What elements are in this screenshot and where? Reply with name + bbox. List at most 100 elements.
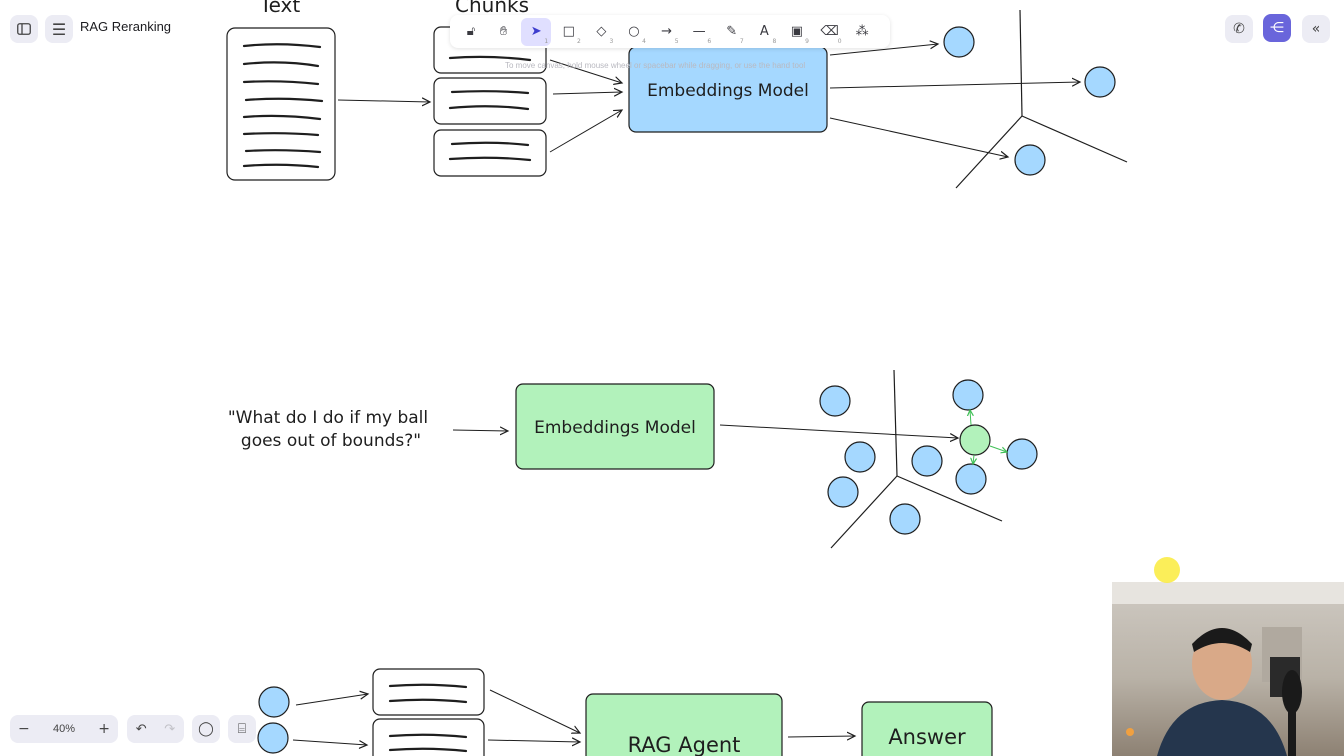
arrow-text-to-chunks[interactable] [337,100,430,102]
arrow-model-to-vec1[interactable] [829,44,938,56]
arrow-query-to-model[interactable] [452,430,508,431]
similarity-arrow[interactable] [973,454,974,464]
arrow-chunk3-to-model[interactable] [549,110,622,153]
rectangle-tool[interactable]: □2 [554,18,584,46]
eraser-tool[interactable]: ⌫0 [815,18,845,46]
query-text-line2[interactable]: goes out of bounds?" [241,431,421,451]
retrieved-chunk-scribbles [388,683,468,753]
pencil-icon: ✎ [726,24,738,39]
shortcut-key: 1 [544,37,549,45]
arrow-model-to-query-vector[interactable] [719,424,958,438]
ellipse-tool[interactable]: ○4 [619,18,649,46]
present-button[interactable]: ⌸ [228,715,256,743]
arrow-model-to-vec2[interactable] [829,82,1080,89]
chunks-label[interactable]: Chunks [455,0,529,17]
hamburger-icon: ☰ [51,19,67,39]
hand-tool[interactable]: ✋︎ [489,18,519,46]
rectangle-icon: □ [562,24,575,39]
shortcut-key: 2 [576,37,581,45]
embeddings-model-mid-label: Embeddings Model [534,418,696,438]
image-tool[interactable]: ▣9 [782,18,812,46]
zoom-level[interactable]: 40% [52,723,76,735]
chunk-2[interactable] [433,77,547,125]
comment-button[interactable]: ◯ [192,715,220,743]
main-menu-button[interactable]: ☰ [45,15,73,43]
call-button[interactable]: ✆ [1225,15,1253,43]
vector-point[interactable] [257,722,289,754]
document-title[interactable]: RAG Reranking [80,19,172,34]
query-vector-point[interactable] [959,424,991,456]
zoom-in-button[interactable]: + [98,721,110,737]
cursor-highlight [1154,557,1180,583]
chunk-3[interactable] [433,129,547,177]
share-icon: ⋲ [1270,20,1284,36]
phone-icon: ✆ [1233,21,1245,37]
diamond-tool[interactable]: ◇3 [586,18,616,46]
vector-point[interactable] [952,379,984,411]
query-text-line1[interactable]: "What do I do if my ball [228,408,428,428]
similarity-arrow[interactable] [989,445,1007,452]
share-button[interactable]: ⋲ [1263,14,1291,42]
more-tools[interactable]: ⁂ [847,18,877,46]
vector-point[interactable] [955,463,987,495]
vector-point[interactable] [844,441,876,473]
redo-icon[interactable]: ↷ [164,721,176,737]
lock-tool[interactable]: 🔓︎ [456,18,486,46]
vector-point[interactable] [827,476,859,508]
sidebar-icon [17,23,31,35]
arrow-chunk1-to-model[interactable] [549,59,622,83]
image-icon: ▣ [790,24,804,39]
collapse-panel-button[interactable]: « [1302,15,1330,43]
similarity-arrow[interactable] [970,410,971,426]
retrieved-chunk-1[interactable] [372,668,485,716]
sidebar-toggle-button[interactable] [10,15,38,43]
lock-icon: 🔓︎ [466,24,476,39]
line-icon: — [692,24,706,39]
arrow-tool[interactable]: →5 [652,18,682,46]
vector-point[interactable] [1006,438,1038,470]
text-label[interactable]: Text [259,0,301,17]
shortcut-key: 0 [837,37,842,45]
embeddings-model-mid[interactable] [515,383,715,470]
shortcut-key: 7 [739,37,744,45]
select-tool[interactable]: ➤1 [521,17,552,46]
vector-point[interactable] [943,26,975,58]
rag-agent-box[interactable] [585,693,783,756]
arrow-chunk-to-agent[interactable] [489,689,580,733]
shortcut-key: 6 [707,37,712,45]
arrow-chunk2-to-model[interactable] [552,92,622,94]
rag-agent-label: RAG Agent [628,733,741,756]
shortcut-key: 4 [642,37,646,45]
undo-icon[interactable]: ↶ [135,721,147,737]
shortcut-key: 9 [805,37,809,45]
ellipse-icon: ○ [628,24,640,39]
arrow-vector-to-chunk[interactable] [295,694,368,706]
zoom-out-button[interactable]: − [18,721,30,737]
arrow-model-to-vec3[interactable] [829,117,1008,157]
canvas-hint: To move canvas, hold mouse wheel or spac… [505,61,806,70]
chunk-scribbles [448,55,532,162]
vector-point[interactable] [1014,144,1046,176]
vector-point[interactable] [819,385,851,417]
chevrons-left-icon: « [1311,21,1321,37]
arrow-chunk-to-agent[interactable] [487,740,580,742]
retrieved-chunk-2[interactable] [372,718,485,756]
shortcut-key: 8 [772,37,777,45]
pointer-icon: ➤ [530,24,542,39]
shortcut-key: 5 [674,37,679,45]
arrow-vector-to-chunk[interactable] [292,739,367,745]
arrow-agent-to-answer[interactable] [787,736,855,737]
draw-tool[interactable]: ✎7 [717,18,747,46]
webcam-overlay [1112,582,1344,756]
answer-box[interactable] [861,701,993,756]
text-document[interactable] [226,27,336,181]
line-tool[interactable]: —6 [684,18,714,46]
vector-point[interactable] [258,686,290,718]
vector-point[interactable] [889,503,921,535]
vector-point[interactable] [911,445,943,477]
vector-point[interactable] [1084,66,1116,98]
shortcut-key: 3 [609,37,614,45]
